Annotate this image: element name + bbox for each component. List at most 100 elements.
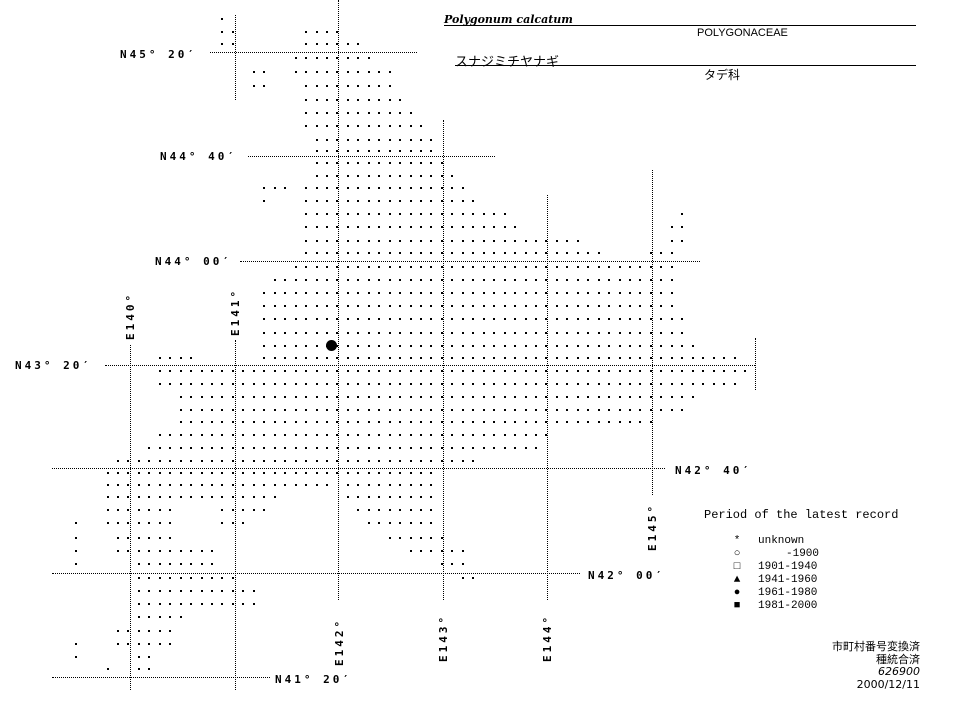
mesh-dot: [263, 509, 266, 511]
mesh-dot: [158, 496, 161, 498]
mesh-dot: [440, 383, 443, 385]
mesh-dot: [367, 370, 370, 372]
mesh-dot: [639, 357, 642, 359]
mesh-dot: [420, 396, 422, 398]
mesh-dot: [221, 484, 224, 486]
mesh-dot: [629, 383, 631, 385]
mesh-dot: [430, 434, 433, 436]
mesh-dot: [263, 383, 266, 385]
mesh-dot: [587, 383, 590, 385]
lat-label: N42° 40′: [675, 464, 752, 477]
mesh-dot: [284, 187, 287, 189]
mesh-dot: [430, 305, 433, 307]
mesh-dot: [440, 252, 443, 254]
mesh-dot: [263, 318, 266, 320]
mesh-dot: [670, 345, 673, 347]
mesh-dot: [75, 643, 78, 645]
mesh-dot: [649, 305, 652, 307]
mesh-dot: [566, 252, 569, 254]
mesh-dot: [148, 577, 151, 579]
mesh-dot: [325, 409, 328, 411]
mesh-dot: [242, 447, 245, 449]
mesh-dot: [451, 305, 454, 307]
mesh-dot: [555, 266, 558, 268]
mesh-dot: [336, 345, 339, 347]
lon-line: [338, 0, 339, 600]
mesh-dot: [388, 187, 391, 189]
mesh-dot: [305, 447, 307, 449]
mesh-dot: [137, 643, 140, 645]
japanese-family-name: タデ科: [704, 68, 741, 82]
mesh-dot: [555, 396, 558, 398]
mesh-dot: [649, 266, 652, 268]
mesh-dot: [357, 200, 360, 202]
mesh-dot: [305, 370, 307, 372]
mesh-dot: [461, 318, 464, 320]
mesh-dot: [461, 421, 464, 423]
mesh-dot: [514, 357, 516, 359]
mesh-dot: [660, 357, 663, 359]
mesh-dot: [472, 383, 475, 385]
mesh-dot: [294, 472, 297, 474]
mesh-dot: [315, 99, 318, 101]
mesh-dot: [263, 409, 266, 411]
mesh-dot: [451, 252, 454, 254]
mesh-dot: [608, 266, 611, 268]
mesh-dot: [378, 240, 381, 242]
mesh-dot: [608, 345, 611, 347]
mesh-dot: [346, 200, 349, 202]
mesh-dot: [399, 396, 402, 398]
mesh-dot: [472, 421, 475, 423]
mesh-dot: [378, 187, 381, 189]
mesh-dot: [346, 434, 349, 436]
mesh-dot: [399, 383, 402, 385]
mesh-dot: [472, 577, 475, 579]
mesh-dot: [231, 577, 234, 579]
mesh-dot: [618, 279, 621, 281]
mesh-dot: [252, 383, 255, 385]
mesh-dot: [116, 522, 119, 524]
mesh-dot: [169, 616, 172, 618]
mesh-dot: [367, 332, 370, 334]
mesh-dot: [346, 332, 349, 334]
mesh-dot: [357, 434, 360, 436]
mesh-dot: [294, 71, 297, 73]
mesh-dot: [315, 357, 318, 359]
mesh-dot: [325, 57, 328, 59]
mesh-dot: [357, 460, 360, 462]
mesh-dot: [378, 318, 381, 320]
mesh-dot: [461, 252, 464, 254]
lat-label: N42° 00′: [588, 569, 665, 582]
legend-title: Period of the latest record: [704, 508, 899, 522]
mesh-dot: [409, 213, 412, 215]
mesh-dot: [618, 345, 621, 347]
mesh-dot: [231, 383, 234, 385]
mesh-dot: [357, 43, 360, 45]
mesh-dot: [305, 125, 307, 127]
mesh-dot: [472, 345, 475, 347]
mesh-dot: [461, 240, 464, 242]
mesh-dot: [461, 213, 464, 215]
mesh-dot: [597, 266, 600, 268]
mesh-dot: [430, 292, 433, 294]
mesh-dot: [399, 447, 402, 449]
mesh-dot: [325, 484, 328, 486]
mesh-dot: [503, 279, 506, 281]
lat-label: N45° 20′: [120, 48, 197, 61]
mesh-dot: [482, 226, 485, 228]
mesh-dot: [273, 383, 276, 385]
mesh-dot: [211, 383, 213, 385]
mesh-dot: [378, 357, 381, 359]
mesh-dot: [137, 563, 140, 565]
mesh-dot: [137, 509, 140, 511]
mesh-dot: [514, 383, 516, 385]
mesh-dot: [158, 447, 161, 449]
mesh-dot: [399, 292, 402, 294]
mesh-dot: [346, 496, 349, 498]
lat-label: N44° 00′: [155, 255, 232, 268]
mesh-dot: [252, 509, 255, 511]
mesh-dot: [670, 332, 673, 334]
mesh-dot: [482, 421, 485, 423]
mesh-dot: [346, 99, 349, 101]
